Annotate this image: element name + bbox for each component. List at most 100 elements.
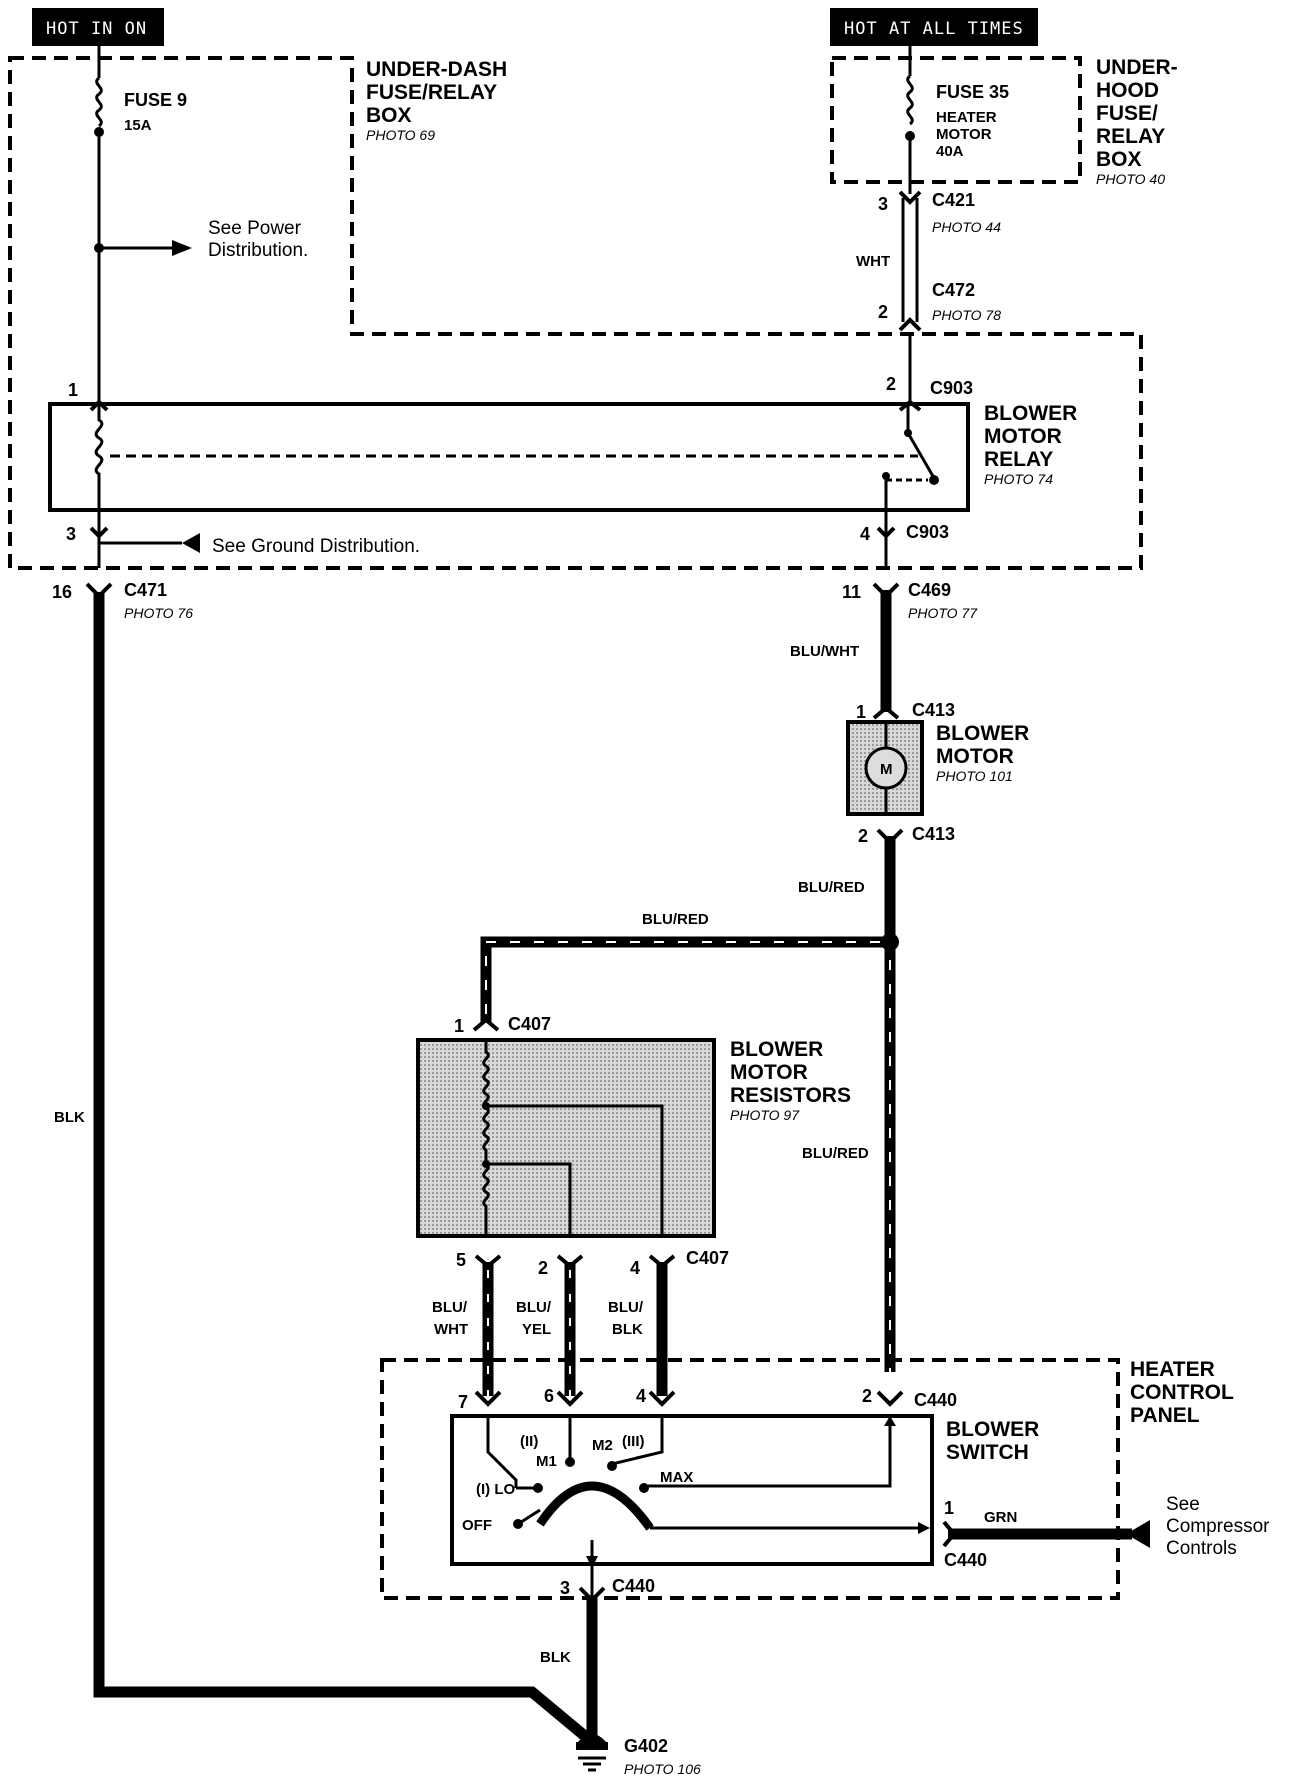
c440-bot-pin: 3 bbox=[560, 1578, 570, 1598]
c407-pin-5: 5 bbox=[456, 1250, 466, 1270]
underhood-title-4: RELAY bbox=[1096, 125, 1165, 148]
resistor-ladder-icon bbox=[482, 1040, 490, 1236]
heater-panel-title-2: CONTROL bbox=[1130, 1381, 1234, 1404]
underhood-fuse-relay-box-outline bbox=[830, 56, 1082, 184]
c407-bot-label: C407 bbox=[686, 1248, 729, 1268]
blu-yel-label-1: BLU/ bbox=[516, 1299, 552, 1316]
motor-symbol: M bbox=[880, 761, 893, 778]
c440-pin2-connector-icon bbox=[876, 1390, 904, 1407]
c440-pin-7: 7 bbox=[458, 1392, 468, 1412]
switch-pin2-wire bbox=[648, 1416, 892, 1488]
c903-pin3-connector-icon bbox=[89, 526, 109, 539]
relay-contact-switch-icon bbox=[906, 432, 936, 479]
c440-pin6-connector-icon bbox=[556, 1390, 584, 1407]
heater-control-panel-outline bbox=[380, 1358, 1120, 1600]
c903-pin2: 2 bbox=[886, 374, 896, 394]
see-power-line-2: Distribution. bbox=[208, 240, 308, 261]
blk-ground-wire bbox=[93, 592, 596, 1747]
c440-pin3-connector-icon bbox=[578, 1586, 606, 1603]
resistors-title-2: MOTOR bbox=[730, 1061, 808, 1084]
c407-pin4-connector-icon bbox=[648, 1254, 676, 1269]
switch-m2-contact bbox=[607, 1461, 617, 1471]
blower-switch-title-1: BLOWER bbox=[946, 1418, 1039, 1441]
resistors-photo: PHOTO 97 bbox=[730, 1107, 800, 1123]
c472-label: C472 bbox=[932, 280, 975, 300]
c440-bot-label: C440 bbox=[612, 1576, 655, 1596]
c407-pin2-connector-icon bbox=[556, 1254, 584, 1269]
compressor-line-1: See bbox=[1166, 1494, 1200, 1515]
switch-off-lead bbox=[517, 1508, 541, 1526]
compressor-arrow-icon bbox=[1126, 1520, 1150, 1548]
switch-pos-m2: M2 bbox=[592, 1437, 613, 1454]
relay-title-3: RELAY bbox=[984, 448, 1053, 471]
hot-at-all-times-label: HOT AT ALL TIMES bbox=[844, 19, 1024, 39]
switch-ground-arrow-icon bbox=[586, 1556, 598, 1568]
see-power-line-1: See Power bbox=[208, 218, 302, 239]
blower-motor-resistors-box bbox=[416, 1038, 716, 1238]
c903-bot-label: C903 bbox=[906, 522, 949, 542]
heater-panel-title-3: PANEL bbox=[1130, 1404, 1200, 1427]
c903-pin3: 3 bbox=[66, 524, 76, 544]
hot-in-on-label: HOT IN ON bbox=[46, 19, 147, 39]
blk-left-wire-label: BLK bbox=[54, 1109, 85, 1126]
underhood-title-5: BOX bbox=[1096, 148, 1142, 171]
fuse35-desc-1: HEATER bbox=[936, 109, 997, 126]
see-ground-distribution: See Ground Distribution. bbox=[212, 536, 420, 557]
fuse35-element bbox=[906, 74, 914, 126]
switch-pos-lo: (I) LO bbox=[476, 1481, 515, 1498]
fuse9-element bbox=[95, 76, 103, 128]
hot-at-all-times-tag bbox=[830, 8, 1038, 46]
fuse35-desc-3: 40A bbox=[936, 143, 964, 160]
blower-motor-relay-box bbox=[48, 402, 970, 512]
c413-bot-pin: 2 bbox=[858, 826, 868, 846]
motor-title-1: BLOWER bbox=[936, 722, 1029, 745]
fuse9-name: FUSE 9 bbox=[124, 90, 187, 110]
underhood-title-1: UNDER- bbox=[1096, 56, 1178, 79]
c407-pin5-connector-icon bbox=[474, 1254, 502, 1269]
fuse35-desc-2: MOTOR bbox=[936, 126, 992, 143]
switch-pin2-arrow-icon bbox=[884, 1416, 896, 1426]
switch-max-contact bbox=[639, 1483, 649, 1493]
underdash-title-3: BOX bbox=[366, 104, 412, 127]
relay-photo: PHOTO 74 bbox=[984, 471, 1053, 487]
fuse9-rating: 15A bbox=[124, 117, 152, 134]
compressor-line-3: Controls bbox=[1166, 1538, 1237, 1559]
switch-pos-m1: M1 bbox=[536, 1453, 557, 1470]
resistors-title-1: BLOWER bbox=[730, 1038, 823, 1061]
blk-bottom-wire-label: BLK bbox=[540, 1649, 571, 1666]
c413-bot-connector-icon bbox=[876, 828, 904, 845]
c469-label: C469 bbox=[908, 580, 951, 600]
c471-pin: 16 bbox=[52, 582, 72, 602]
c440-pin7-connector-icon bbox=[474, 1390, 502, 1407]
switch-grn-arrow-icon bbox=[918, 1522, 930, 1534]
relay-contact-node-bottom bbox=[929, 475, 939, 485]
c903-pin4: 4 bbox=[860, 524, 870, 544]
ground-photo: PHOTO 106 bbox=[624, 1761, 701, 1777]
blu-red-resistor-wire-label: BLU/RED bbox=[642, 911, 709, 928]
blu-blk-label-1: BLU/ bbox=[608, 1299, 644, 1316]
underdash-fuse-relay-box-outline bbox=[8, 56, 1143, 570]
c413-top-label: C413 bbox=[912, 700, 955, 720]
c421-photo: PHOTO 44 bbox=[932, 219, 1001, 235]
c472-connector-icon bbox=[898, 317, 922, 332]
c440-pin-4: 4 bbox=[636, 1386, 646, 1406]
c903-pin2-connector-icon bbox=[898, 399, 922, 412]
c413-bot-label: C413 bbox=[912, 824, 955, 844]
c472-pin: 2 bbox=[878, 302, 888, 322]
fuse35-name: FUSE 35 bbox=[936, 82, 1009, 102]
c413-top-pin: 1 bbox=[856, 702, 866, 722]
c440-pin-6: 6 bbox=[544, 1386, 554, 1406]
c440-top-label: C440 bbox=[914, 1390, 957, 1410]
c472-photo: PHOTO 78 bbox=[932, 307, 1001, 323]
c421-connector-icon bbox=[898, 190, 922, 205]
c421-label: C421 bbox=[932, 190, 975, 210]
ground-icon bbox=[576, 1734, 608, 1772]
c407-pin-4: 4 bbox=[630, 1258, 640, 1278]
c413-top-connector-icon bbox=[872, 705, 900, 720]
motor-photo: PHOTO 101 bbox=[936, 768, 1013, 784]
power-distribution-arrow-icon bbox=[172, 240, 192, 256]
grn-wire-label: GRN bbox=[984, 1509, 1017, 1526]
hot-in-on-tag bbox=[32, 8, 164, 46]
blower-switch-box bbox=[450, 1414, 934, 1566]
